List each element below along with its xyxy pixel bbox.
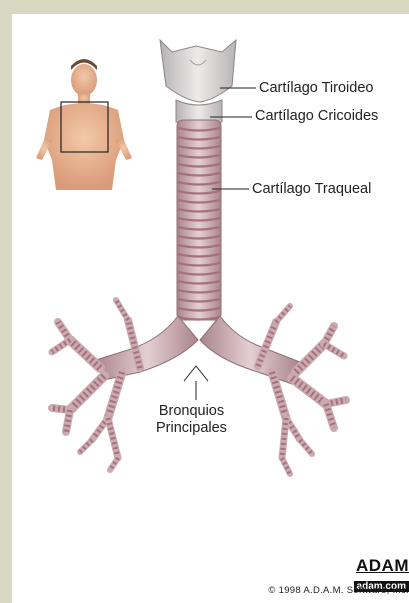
bronchus-branch-rings [292,378,326,404]
human-torso-thumbnail-icon [36,59,132,190]
left-main-bronchus [96,316,198,380]
label-main-bronchi: Bronquios Principales [156,403,227,437]
label-thyroid-cartilage: Cartílago Tiroideo [259,80,373,96]
label-tracheal-cartilage: Cartílago Traqueal [252,181,371,197]
copyright-notice: © 1998 A.D.A.M. Software, Inc. [268,585,409,596]
label-bronquios-line2: Principales [156,420,227,437]
thyroid-cartilage [160,40,236,102]
bronchus-branch [80,440,92,452]
brand-name: ADAM [354,556,409,576]
bronchial-branches [52,300,346,474]
label-bronquios-line1: Bronquios [156,403,227,420]
label-cricoid-cartilage: Cartílago Cricoides [255,108,378,124]
right-main-bronchus [200,316,300,384]
leader-bronquios [184,366,208,381]
bronchus-branch [110,458,118,470]
